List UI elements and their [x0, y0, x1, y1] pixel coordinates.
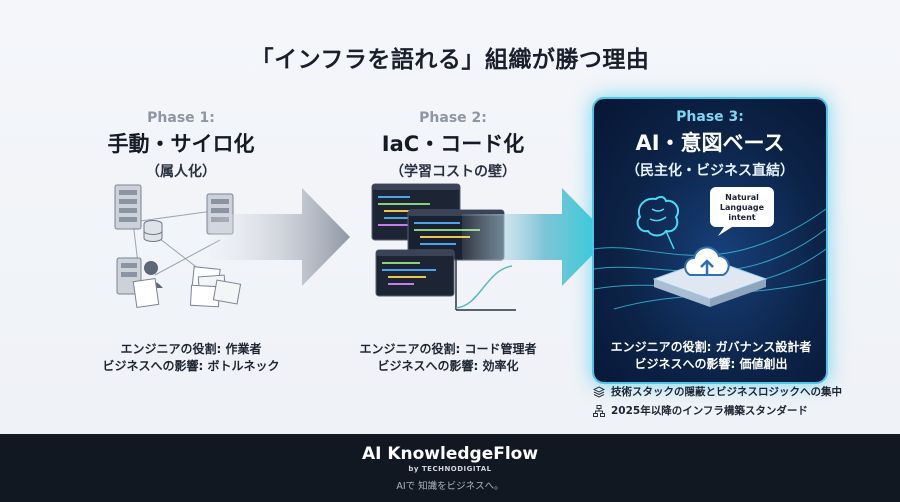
layers-icon	[593, 385, 605, 398]
phase-3-name: AI・意図ベース	[635, 131, 785, 155]
phase-2-subtitle: （学習コストの壁）	[390, 164, 516, 180]
benefit-text: 2025年以降のインフラ構築スタンダード	[611, 405, 808, 417]
phase-2-role-engineer: エンジニアの役割: コード管理者	[359, 342, 537, 356]
benefit-item: 2025年以降のインフラ構築スタンダード	[593, 401, 842, 420]
learning-curve-icon	[455, 260, 516, 311]
hierarchy-icon	[593, 404, 605, 417]
bubble-line-3: intent	[728, 213, 755, 222]
phase-2-role: エンジニアの役割: コード管理者 ビジネスへの影響: 効率化	[333, 341, 563, 375]
server-rack-icon	[114, 184, 142, 230]
phase-3-panel: Phase 3: AI・意図ベース （民主化・ビジネス直結） Natural L…	[594, 99, 826, 382]
brain-icon	[636, 196, 680, 250]
phase-3-role-business: ビジネスへの影響: 価値創出	[634, 357, 788, 371]
footer-bar: AI KnowledgeFlow by TECHNODIGITAL AIで 知識…	[0, 434, 900, 502]
phase-3-role: エンジニアの役割: ガバナンス設計者 ビジネスへの影響: 価値創出	[595, 339, 826, 373]
arrow-right-icon	[462, 188, 610, 286]
benefit-text: 技術スタックの隠蔽とビジネスロジックへの集中	[611, 386, 842, 398]
phase-3-number: Phase 3:	[676, 109, 744, 125]
phase-1-role: エンジニアの役割: 作業者 ビジネスへの影響: ボトルネック	[76, 341, 306, 375]
benefit-item: 技術スタックの隠蔽とビジネスロジックへの集中	[593, 382, 842, 401]
database-icon	[143, 220, 163, 242]
brand-name: AI KnowledgeFlow	[361, 444, 539, 464]
cloud-platform-icon	[652, 246, 768, 307]
bubble-line-1: Natural	[725, 193, 759, 202]
phase-3-subtitle: （民主化・ビジネス直結）	[626, 163, 794, 179]
phase-2-header: Phase 2: IaC・コード化 （学習コストの壁）	[333, 110, 573, 181]
phase-1-role-engineer: エンジニアの役割: 作業者	[120, 342, 262, 356]
phase-1-subtitle: （属人化）	[146, 164, 216, 180]
page-title: 「インフラを語れる」組織が勝つ理由	[250, 47, 650, 73]
phase-1-number: Phase 1:	[147, 110, 215, 126]
phase-2-role-business: ビジネスへの影響: 効率化	[377, 359, 519, 373]
brand-tagline: AIで 知識をビジネスへ。	[396, 481, 504, 492]
phase-2-number: Phase 2:	[419, 110, 487, 126]
phase-3-header: Phase 3: AI・意図ベース （民主化・ビジネス直結）	[594, 109, 826, 180]
code-window	[375, 249, 455, 297]
manual-servers-illustration	[114, 184, 242, 308]
phase-1-name: 手動・サイロ化	[107, 132, 255, 156]
phase-2-name: IaC・コード化	[381, 132, 525, 156]
ai-cloud-illustration: Natural Language intent	[594, 187, 826, 310]
phase-3-role-engineer: エンジニアの役割: ガバナンス設計者	[610, 340, 812, 354]
phase-1-role-business: ビジネスへの影響: ボトルネック	[102, 359, 280, 373]
bubble-line-2: Language	[720, 203, 765, 212]
brand-byline: by TECHNODIGITAL	[408, 465, 492, 473]
phase-1-header: Phase 1: 手動・サイロ化 （属人化）	[61, 110, 301, 181]
arrow-right-icon	[210, 188, 350, 286]
speech-bubble: Natural Language intent	[710, 187, 774, 236]
phase-3-benefits: 技術スタックの隠蔽とビジネスロジックへの集中 2025年以降のインフラ構築スタン…	[593, 382, 842, 420]
paper-stack-icon	[132, 266, 242, 308]
